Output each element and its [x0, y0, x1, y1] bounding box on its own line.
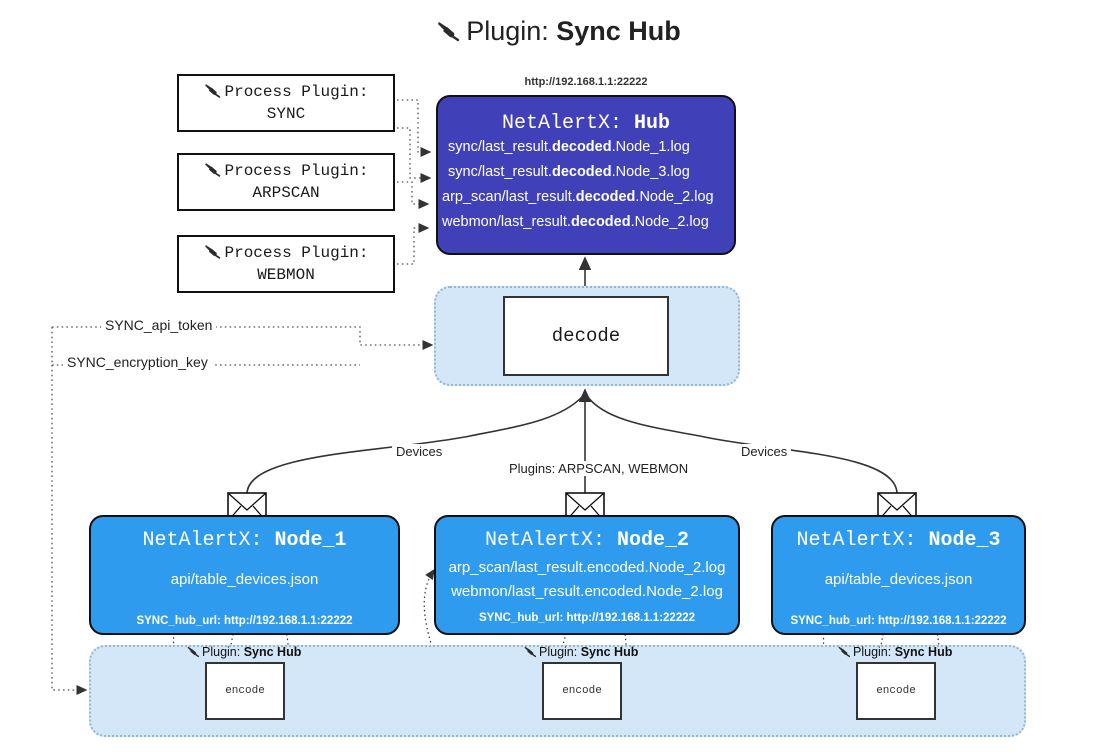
encode-plugin-name: Sync Hub — [243, 645, 302, 659]
hub-log-line: webmon/last_result.decoded.Node_2.log — [438, 210, 734, 235]
page-title-name: Sync Hub — [556, 16, 681, 46]
node-hub-url: SYNC_hub_url: http://192.168.1.1:22222 — [773, 615, 1024, 627]
page-title: Plugin: Sync Hub — [0, 16, 1117, 50]
hub-title-prefix: NetAlertX: — [501, 112, 634, 135]
sync-api-token-label: SYNC_api_token — [101, 317, 217, 333]
node-hub-url: SYNC_hub_url: http://192.168.1.1:22222 — [91, 615, 398, 627]
page-title-prefix: Plugin: — [466, 16, 557, 46]
hub-log-line: sync/last_result.decoded.Node_3.log — [438, 160, 734, 185]
hub-url-label: http://192.168.1.1:22222 — [524, 76, 648, 88]
plug-icon — [837, 646, 852, 661]
log-mid: decoded — [551, 164, 612, 180]
log-pre: sync/last_result. — [448, 139, 552, 155]
node-hub-url-value: http://192.168.1.1:22222 — [224, 615, 353, 627]
log-pre: sync/last_result. — [448, 164, 552, 180]
encode-plugin-name: Sync Hub — [580, 645, 639, 659]
log-pre: webmon/last_result. — [442, 214, 571, 230]
node-box-node-2[interactable]: NetAlertX: Node_2 arp_scan/last_result.e… — [434, 515, 740, 635]
log-mid: decoded — [551, 139, 612, 155]
node-title-name: Node_2 — [617, 529, 690, 552]
node-artifact-line: arp_scan/last_result.encoded.Node_2.log — [448, 559, 726, 576]
node-box-node-3[interactable]: NetAlertX: Node_3 api/table_devices.json… — [771, 515, 1026, 635]
node-artifact-line: webmon/last_result.encoded.Node_2.log — [451, 583, 723, 600]
hub-log-line: arp_scan/last_result.decoded.Node_2.log — [438, 185, 734, 210]
encode-plugin-label: Plugin: Sync Hub — [186, 645, 301, 661]
edge-label-plugins: Plugins: ARPSCAN, WEBMON — [505, 461, 693, 476]
node-hub-url: SYNC_hub_url: http://192.168.1.1:22222 — [436, 612, 738, 624]
encode-box[interactable]: encode — [205, 662, 285, 720]
encode-plugin-name: Sync Hub — [894, 645, 953, 659]
process-plugin-box-webmon[interactable]: Process Plugin: WEBMON — [177, 235, 395, 293]
encode-plugin-prefix: Plugin: — [202, 645, 244, 659]
process-plugin-box-arpscan[interactable]: Process Plugin: ARPSCAN — [177, 153, 395, 211]
node-artifact-line: api/table_devices.json — [170, 571, 319, 588]
node-title-name: Node_1 — [274, 529, 347, 552]
plug-icon — [436, 19, 462, 50]
sync-encryption-key-label: SYNC_encryption_key — [63, 354, 212, 370]
plug-icon — [203, 84, 223, 104]
plug-icon — [203, 245, 223, 265]
node-hub-url-value: http://192.168.1.1:22222 — [566, 612, 696, 624]
log-post: .Node_3.log — [611, 164, 690, 180]
hub-node[interactable]: NetAlertX: Hub sync/last_result.decoded.… — [436, 95, 736, 255]
node-title-prefix: NetAlertX: — [142, 529, 275, 552]
encode-plugin-prefix: Plugin: — [853, 645, 895, 659]
node-hub-url-key: SYNC_hub_url: — [790, 615, 879, 627]
log-mid: decoded — [575, 189, 636, 205]
log-post: .Node_1.log — [611, 139, 690, 155]
process-plugin-name: SYNC — [266, 105, 306, 123]
node-title: NetAlertX: Node_1 — [91, 529, 398, 552]
encode-plugin-label: Plugin: Sync Hub — [837, 645, 952, 661]
process-plugin-label: Process Plugin: — [224, 244, 369, 262]
node-title: NetAlertX: Node_3 — [773, 529, 1024, 552]
node-title: NetAlertX: Node_2 — [436, 529, 738, 552]
plug-icon — [186, 646, 201, 661]
node-title-prefix: NetAlertX: — [796, 529, 929, 552]
process-plugin-label: Process Plugin: — [224, 83, 369, 101]
edge-label-devices-left: Devices — [392, 444, 447, 459]
node-hub-url-key: SYNC_hub_url: — [478, 612, 567, 624]
log-post: .Node_2.log — [635, 189, 714, 205]
node-hub-url-value: http://192.168.1.1:22222 — [878, 615, 1007, 627]
hub-log-line: sync/last_result.decoded.Node_1.log — [438, 135, 734, 160]
hub-title: NetAlertX: Hub — [438, 112, 734, 135]
encode-plugin-prefix: Plugin: — [539, 645, 581, 659]
node-title-prefix: NetAlertX: — [484, 529, 617, 552]
log-mid: decoded — [570, 214, 631, 230]
process-plugin-label: Process Plugin: — [224, 162, 369, 180]
process-plugin-name: WEBMON — [257, 266, 315, 284]
encode-plugin-label: Plugin: Sync Hub — [523, 645, 638, 661]
edge-label-devices-right: Devices — [737, 444, 792, 459]
plug-icon — [203, 163, 223, 183]
encode-box[interactable]: encode — [856, 662, 936, 720]
node-title-name: Node_3 — [928, 529, 1001, 552]
log-pre: arp_scan/last_result. — [442, 189, 576, 205]
decode-box[interactable]: decode — [503, 296, 669, 376]
node-artifact-line: api/table_devices.json — [824, 571, 973, 588]
log-post: .Node_2.log — [630, 214, 709, 230]
hub-title-name: Hub — [634, 112, 671, 135]
node-hub-url-key: SYNC_hub_url: — [136, 615, 225, 627]
plug-icon — [523, 646, 538, 661]
encode-box[interactable]: encode — [542, 662, 622, 720]
node-box-node-1[interactable]: NetAlertX: Node_1 api/table_devices.json… — [89, 515, 400, 635]
process-plugin-name: ARPSCAN — [252, 184, 320, 202]
process-plugin-box-sync[interactable]: Process Plugin: SYNC — [177, 74, 395, 132]
